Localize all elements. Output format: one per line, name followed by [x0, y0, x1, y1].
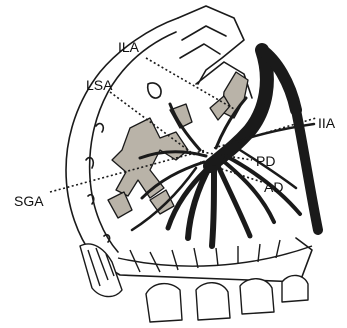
label-iia: IIA	[318, 115, 336, 131]
label-ad: AD	[264, 179, 283, 195]
label-lsa: LSA	[86, 77, 113, 93]
label-ila: ILA	[118, 39, 140, 55]
labels: ILA LSA IIA PD AD SGA	[14, 39, 336, 209]
label-sga: SGA	[14, 193, 44, 209]
label-pd: PD	[256, 153, 275, 169]
